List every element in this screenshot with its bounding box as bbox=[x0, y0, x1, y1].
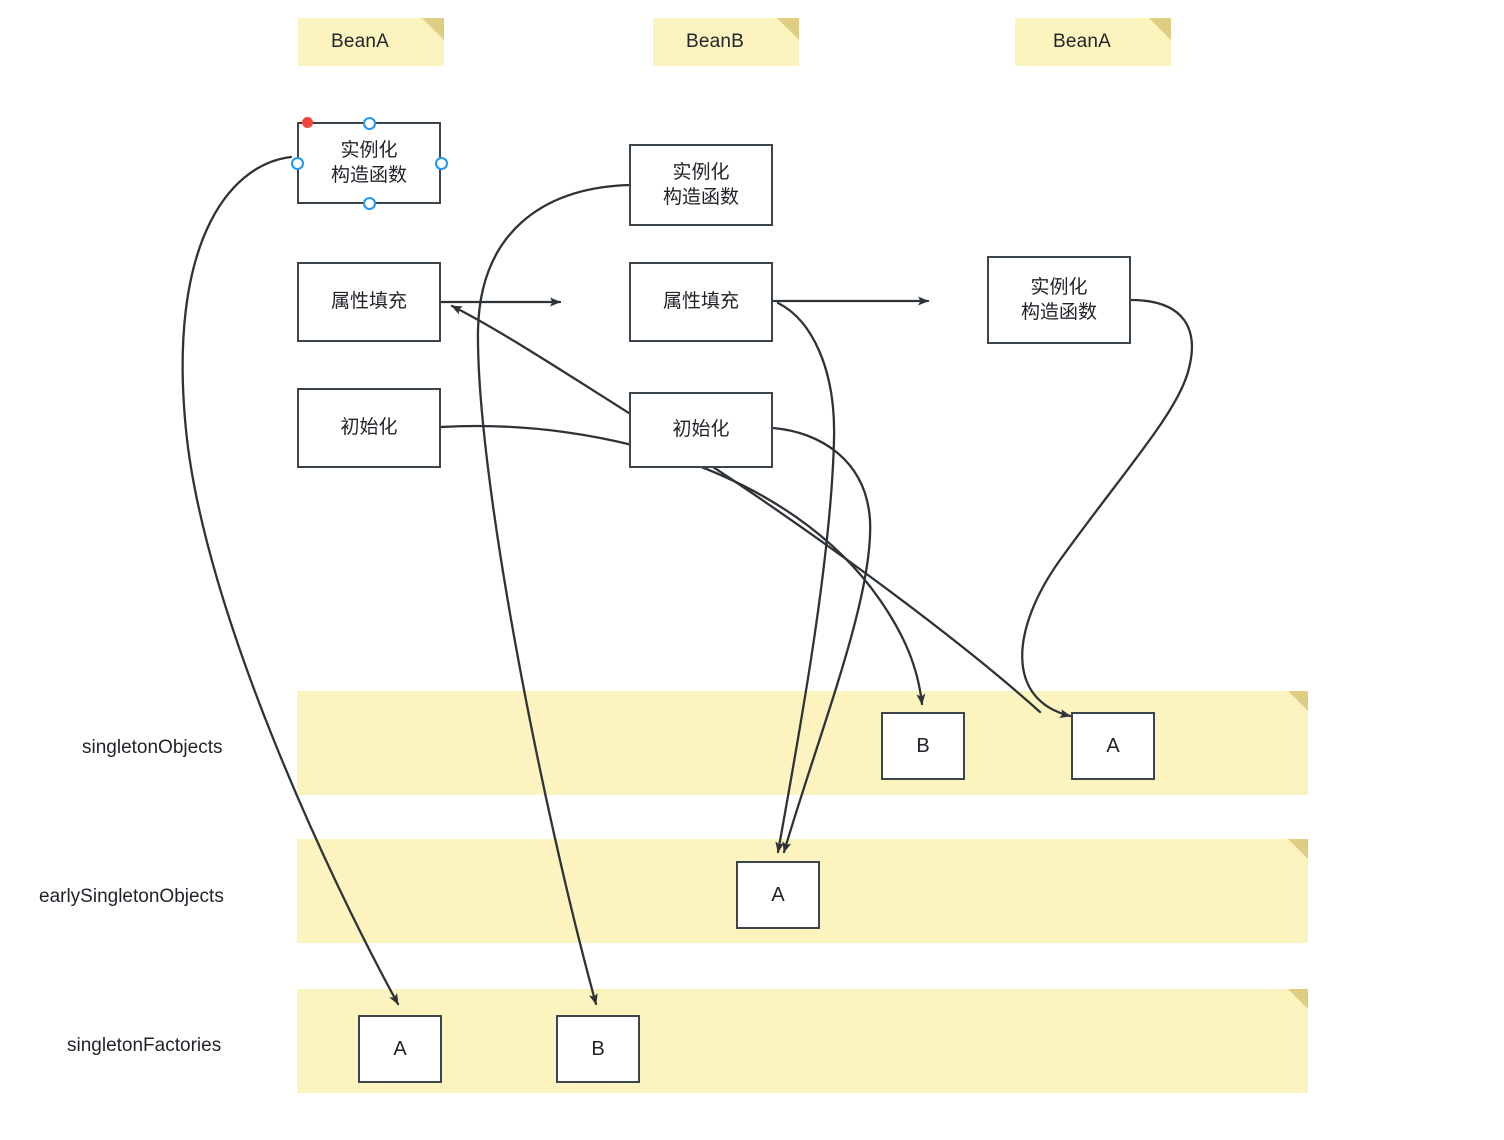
map-entry-so-a[interactable]: A bbox=[1071, 712, 1155, 780]
process-box-a1-initialize[interactable]: 初始化 bbox=[297, 388, 441, 468]
edge-b-initialize-to-eso-a[interactable] bbox=[771, 426, 872, 854]
column-note-label: BeanA bbox=[330, 31, 390, 52]
folded-corner-icon bbox=[1149, 18, 1171, 40]
folded-corner-icon bbox=[1288, 691, 1308, 711]
edge-sf-a-to-eso-a[interactable] bbox=[775, 301, 836, 854]
handle-left[interactable] bbox=[291, 157, 304, 170]
column-note-col-beana-1[interactable]: BeanA bbox=[298, 18, 444, 66]
map-entry-sf-b[interactable]: B bbox=[556, 1015, 640, 1083]
handle-top[interactable] bbox=[363, 117, 376, 130]
map-label-early-singleton-objects: earlySingletonObjects bbox=[39, 886, 224, 907]
handle-bottom[interactable] bbox=[363, 197, 376, 210]
map-band-singleton-factories[interactable] bbox=[297, 989, 1308, 1093]
edge-a1-instantiate-to-sf-a[interactable] bbox=[181, 155, 400, 1006]
folded-corner-icon bbox=[1288, 839, 1308, 859]
process-box-b-initialize[interactable]: 初始化 bbox=[629, 392, 773, 468]
edge-b-instantiate-to-sf-b[interactable] bbox=[476, 183, 631, 1006]
folded-corner-icon bbox=[1288, 989, 1308, 1009]
column-note-label: BeanA bbox=[1052, 31, 1112, 52]
handle-right[interactable] bbox=[435, 157, 448, 170]
folded-corner-icon bbox=[777, 18, 799, 40]
edge-a2-instantiate-to-so-a[interactable] bbox=[1021, 298, 1193, 718]
process-box-a1-populate[interactable]: 属性填充 bbox=[297, 262, 441, 342]
map-label-singleton-factories: singletonFactories bbox=[67, 1035, 222, 1056]
folded-corner-icon bbox=[422, 18, 444, 40]
map-label-singleton-objects: singletonObjects bbox=[82, 737, 223, 758]
map-entry-sf-a[interactable]: A bbox=[358, 1015, 442, 1083]
edge-a1-initialize-to-so-b[interactable] bbox=[439, 424, 926, 706]
column-note-col-beana-2[interactable]: BeanA bbox=[1015, 18, 1171, 66]
process-box-b-instantiate[interactable]: 实例化 构造函数 bbox=[629, 144, 773, 226]
rotate-handle[interactable] bbox=[302, 117, 313, 128]
column-note-col-beanb[interactable]: BeanB bbox=[653, 18, 799, 66]
process-box-b-populate[interactable]: 属性填充 bbox=[629, 262, 773, 342]
map-entry-so-b[interactable]: B bbox=[881, 712, 965, 780]
column-note-label: BeanB bbox=[685, 31, 745, 52]
map-entry-eso-a[interactable]: A bbox=[736, 861, 820, 929]
process-box-a2-instantiate[interactable]: 实例化 构造函数 bbox=[987, 256, 1131, 344]
